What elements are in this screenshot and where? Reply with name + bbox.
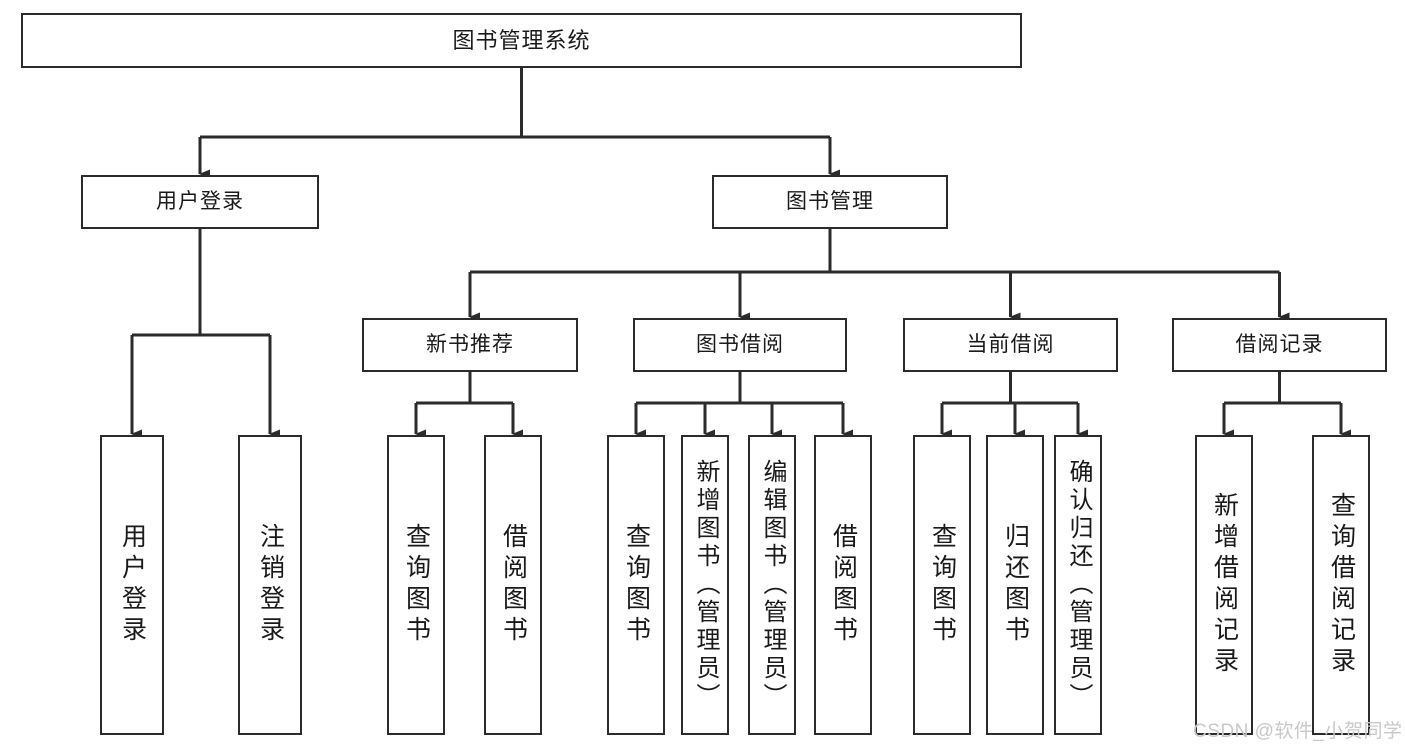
node-leaf-return-book[interactable]: 归还图书: [986, 435, 1044, 735]
node-leaf-query-book-3-label: 查询图书: [928, 523, 957, 647]
node-book-borrow[interactable]: 图书借阅: [633, 318, 847, 372]
node-new-book-recommend-label: 新书推荐: [426, 332, 514, 356]
node-leaf-borrow-book-1-label: 借阅图书: [499, 523, 528, 647]
node-leaf-query-book-3[interactable]: 查询图书: [913, 435, 971, 735]
csdn-watermark: CSDN @软件_小贺同学: [1193, 721, 1403, 742]
node-leaf-confirm-return[interactable]: 确认归还（管理员）: [1054, 435, 1102, 735]
node-leaf-edit-book[interactable]: 编辑图书（管理员）: [748, 435, 796, 735]
node-user-login-label: 用户登录: [156, 189, 244, 213]
node-root-label: 图书管理系统: [452, 27, 591, 53]
node-book-manage-label: 图书管理: [786, 189, 874, 213]
node-leaf-logout[interactable]: 注销登录: [238, 435, 302, 735]
node-leaf-query-book-2-label: 查询图书: [622, 523, 651, 647]
node-leaf-return-book-label: 归还图书: [1001, 523, 1030, 647]
node-leaf-user-login[interactable]: 用户登录: [100, 435, 164, 735]
node-leaf-confirm-return-label: 确认归还（管理员）: [1065, 459, 1092, 711]
node-leaf-edit-book-label: 编辑图书（管理员）: [759, 459, 786, 711]
node-current-borrow[interactable]: 当前借阅: [903, 318, 1118, 372]
node-root[interactable]: 图书管理系统: [21, 13, 1022, 68]
node-book-borrow-label: 图书借阅: [696, 332, 784, 356]
node-leaf-user-login-label: 用户登录: [118, 523, 147, 647]
node-leaf-logout-label: 注销登录: [256, 523, 285, 647]
node-leaf-query-record-label: 查询借阅记录: [1327, 492, 1356, 678]
node-leaf-borrow-book-2[interactable]: 借阅图书: [814, 435, 872, 735]
node-leaf-add-record-label: 新增借阅记录: [1210, 492, 1239, 678]
node-borrow-record[interactable]: 借阅记录: [1172, 318, 1387, 372]
node-new-book-recommend[interactable]: 新书推荐: [362, 318, 578, 372]
node-user-login[interactable]: 用户登录: [81, 175, 319, 229]
node-leaf-query-book-1-label: 查询图书: [402, 523, 431, 647]
node-leaf-borrow-book-1[interactable]: 借阅图书: [484, 435, 542, 735]
node-leaf-query-book-1[interactable]: 查询图书: [387, 435, 445, 735]
node-current-borrow-label: 当前借阅: [966, 332, 1055, 356]
node-borrow-record-label: 借阅记录: [1235, 332, 1324, 356]
node-leaf-add-book-label: 新增图书（管理员）: [692, 459, 719, 711]
node-leaf-borrow-book-2-label: 借阅图书: [829, 523, 858, 647]
node-leaf-add-book[interactable]: 新增图书（管理员）: [681, 435, 729, 735]
node-leaf-query-book-2[interactable]: 查询图书: [607, 435, 665, 735]
node-leaf-query-record[interactable]: 查询借阅记录: [1312, 435, 1370, 735]
node-leaf-add-record[interactable]: 新增借阅记录: [1195, 435, 1253, 735]
node-book-manage[interactable]: 图书管理: [712, 175, 948, 229]
